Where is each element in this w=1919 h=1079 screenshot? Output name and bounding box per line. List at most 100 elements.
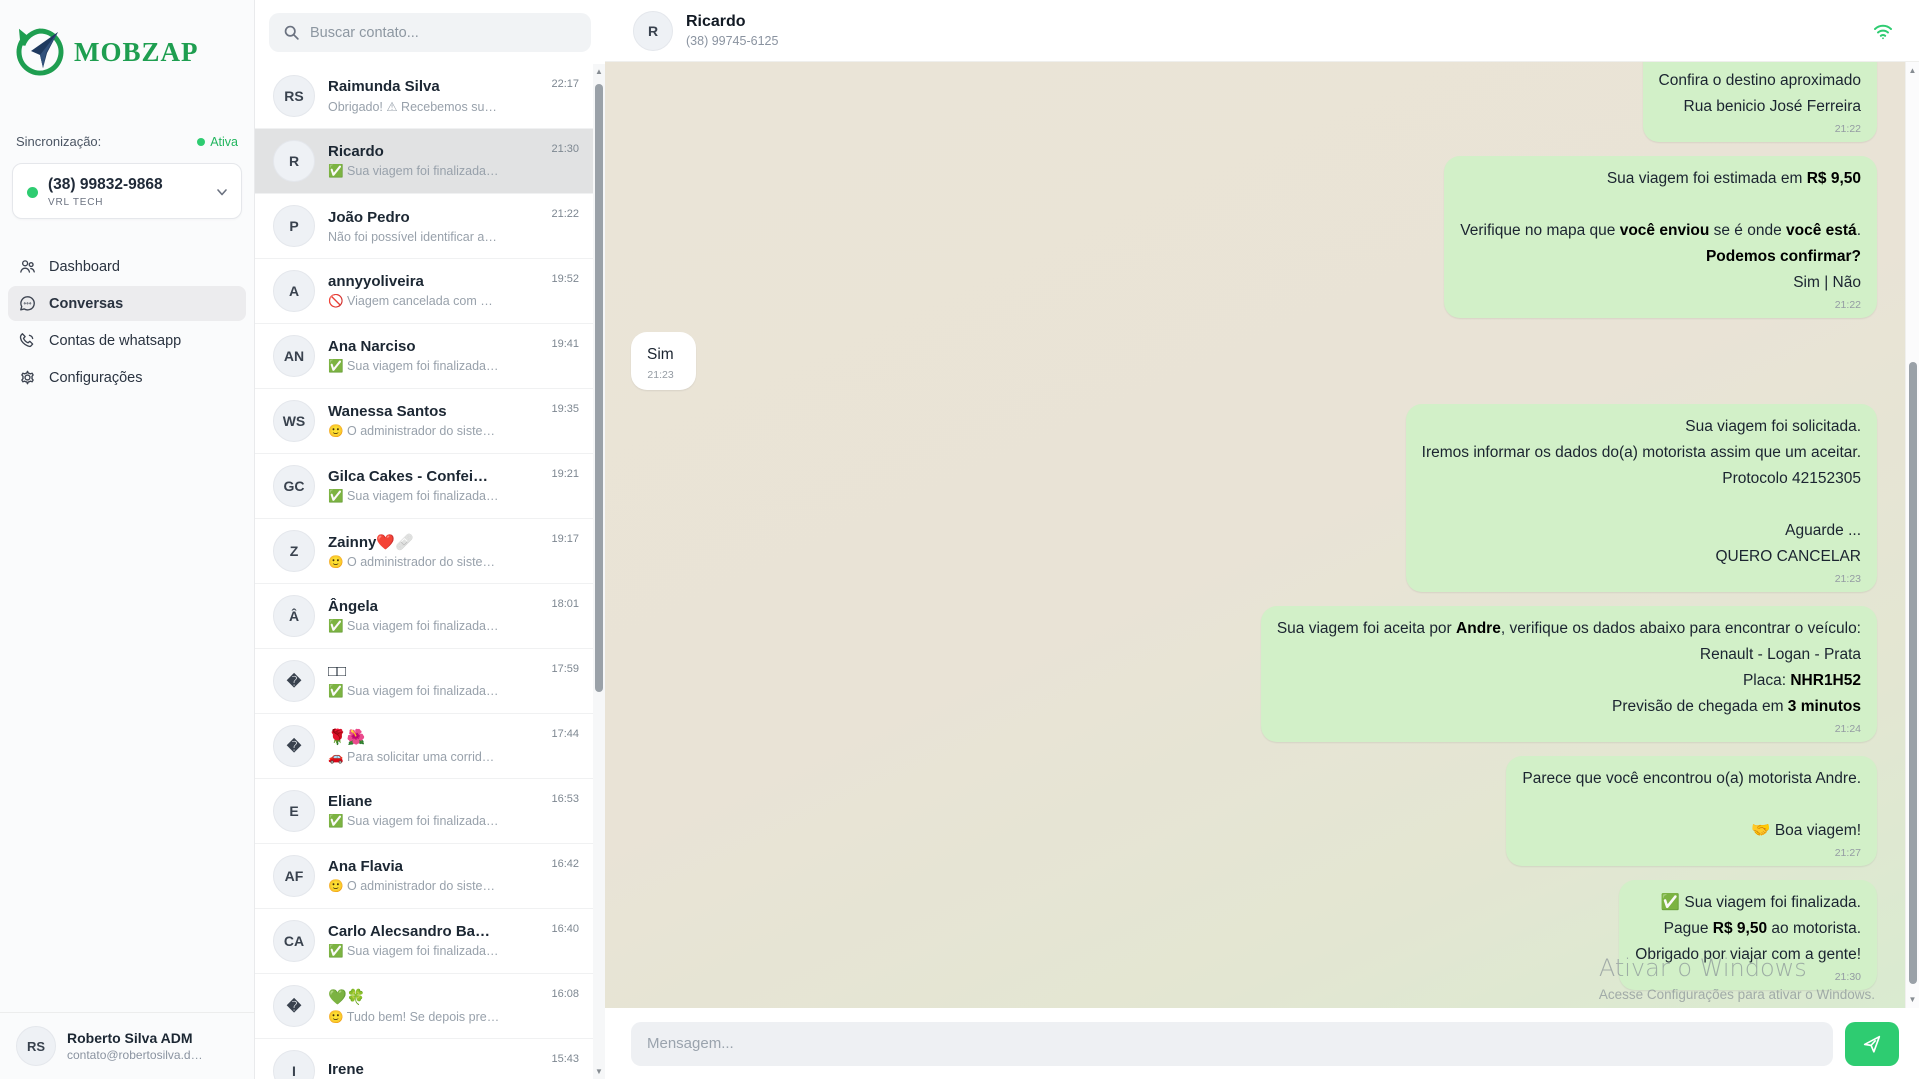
contact-list-item[interactable]: GC Gilca Cakes - Confei… ✅ Sua viagem fo… — [255, 454, 593, 519]
brand-name: MOBZAP — [74, 36, 199, 67]
contact-name: Ana Narciso — [328, 338, 416, 355]
contact-list-item[interactable]: WS Wanessa Santos 🙂 O administrador do s… — [255, 389, 593, 454]
contact-list-item[interactable]: I Irene 15:43 — [255, 1039, 593, 1079]
sidebar-item-label: Dashboard — [49, 258, 120, 275]
phone-icon — [18, 331, 37, 350]
contact-time: 16:08 — [551, 988, 579, 1000]
search-input[interactable] — [310, 24, 577, 41]
scroll-up-icon[interactable]: ▲ — [595, 67, 603, 76]
contact-text: Ricardo ✅ Sua viagem foi finalizada… — [328, 143, 499, 179]
contact-list-item[interactable]: A annyyoliveira 🚫 Viagem cancelada com …… — [255, 259, 593, 324]
message-line: Placa: NHR1H52 — [1742, 672, 1861, 689]
chat-message-bubble: Sua viagem foi solicitada.Iremos informa… — [1405, 404, 1877, 592]
scrollbar-thumb[interactable] — [595, 84, 603, 692]
account-name: VRL TECH — [48, 197, 104, 208]
contact-text: 🌹🌺 🚗 Para solicitar uma corrid… — [328, 728, 494, 765]
contact-text: João Pedro Não foi possível identificar … — [328, 209, 497, 244]
contact-text: Zainny❤️🩹 🙂 O administrador do siste… — [328, 533, 495, 570]
sidebar-item-conversas[interactable]: Conversas — [8, 286, 246, 321]
contact-time: 17:59 — [551, 663, 579, 675]
contact-last-message: ✅ Sua viagem foi finalizada… — [328, 359, 499, 373]
message-input[interactable] — [631, 1021, 1833, 1066]
avatar: WS — [273, 400, 315, 442]
contact-list-item[interactable]: P João Pedro Não foi possível identifica… — [255, 194, 593, 259]
brand-logo: MOBZAP — [14, 26, 240, 78]
contact-list-item[interactable]: Z Zainny❤️🩹 🙂 O administrador do siste… … — [255, 519, 593, 584]
contact-list-item[interactable]: � □□ ✅ Sua viagem foi finalizada… 17:59 — [255, 649, 593, 714]
message-line: Sim — [647, 346, 674, 363]
chat-message-bubble: Parece que você encontrou o(a) motorista… — [1506, 756, 1877, 866]
contact-last-message: ✅ Sua viagem foi finalizada… — [328, 619, 499, 633]
profile-name: Roberto Silva ADM — [67, 1030, 193, 1046]
chat-message-bubble: Sim 21:23 — [631, 332, 696, 390]
contact-text: Eliane ✅ Sua viagem foi finalizada… — [328, 793, 499, 829]
contact-list-item[interactable]: � 💚🍀 🙂 Tudo bem! Se depois pre… 16:08 — [255, 974, 593, 1039]
contact-list-item[interactable]: CA Carlo Alecsandro Ba… ✅ Sua viagem foi… — [255, 909, 593, 974]
chat-header: R Ricardo (38) 99745-6125 — [605, 0, 1919, 62]
status-dot-icon — [197, 137, 206, 146]
message-line: Confira o destino aproximado — [1658, 72, 1861, 89]
avatar: RS — [273, 75, 315, 117]
account-phone: (38) 99832-9868 — [48, 176, 163, 193]
contact-last-message: ✅ Sua viagem foi finalizada… — [328, 489, 499, 503]
send-button[interactable] — [1845, 1021, 1899, 1066]
message-line: Iremos informar os dados do(a) motorista… — [1421, 444, 1861, 461]
contact-text: Ana Narciso ✅ Sua viagem foi finalizada… — [328, 338, 499, 374]
scroll-down-icon[interactable]: ▼ — [595, 1067, 603, 1076]
contact-list-item[interactable]: RS Raimunda Silva Obrigado! ⚠ Recebemos … — [255, 64, 593, 129]
sidebar-item-contas-de-whatsapp[interactable]: Contas de whatsapp — [8, 323, 246, 358]
message-line: Protocolo 42152305 — [1722, 470, 1861, 487]
contact-last-message: 🚫 Viagem cancelada com … — [328, 294, 493, 308]
contact-name: Ângela — [328, 598, 379, 615]
account-online-dot-icon — [27, 186, 38, 198]
gear-icon — [18, 368, 37, 387]
contact-list-item[interactable]: � 🌹🌺 🚗 Para solicitar uma corrid… 17:44 — [255, 714, 593, 779]
message-line — [1522, 792, 1861, 818]
sidebar-spacer — [0, 395, 254, 1012]
contact-last-message: 🙂 Tudo bem! Se depois pre… — [328, 1009, 500, 1024]
contact-time: 22:17 — [551, 78, 579, 90]
sync-status-text: Ativa — [210, 134, 238, 149]
message-line: Obrigado por viajar com a gente! — [1635, 946, 1861, 963]
scroll-down-icon[interactable]: ▼ — [1908, 995, 1917, 1004]
send-icon — [1863, 1035, 1881, 1053]
contact-time: 16:42 — [551, 858, 579, 870]
contacts-scrollbar[interactable]: ▲ ▼ — [593, 64, 605, 1079]
message-line: Sua viagem foi aceita por Andre, verifiq… — [1276, 620, 1861, 637]
contact-name: Ricardo — [328, 143, 384, 160]
message-line: Previsão de chegada em 3 minutos — [1612, 698, 1861, 715]
sync-label: Sincronização: — [16, 134, 102, 149]
contact-last-message: 🙂 O administrador do siste… — [328, 424, 496, 438]
sidebar-item-configurações[interactable]: Configurações — [8, 360, 246, 395]
contact-time: 19:17 — [551, 533, 579, 545]
contact-time: 17:44 — [551, 728, 579, 740]
contact-list-item[interactable]: AN Ana Narciso ✅ Sua viagem foi finaliza… — [255, 324, 593, 389]
message-text: Sua viagem foi estimada em R$ 9,50 Verif… — [1460, 166, 1861, 296]
sidebar-item-dashboard[interactable]: Dashboard — [8, 249, 246, 284]
contact-list-item[interactable]: E Eliane ✅ Sua viagem foi finalizada… 16… — [255, 779, 593, 844]
chevron-down-icon — [217, 189, 227, 196]
scroll-up-icon[interactable]: ▲ — [1908, 66, 1917, 75]
contact-list-item[interactable]: AF Ana Flavia 🙂 O administrador do siste… — [255, 844, 593, 909]
contact-list-item[interactable]: Â Ângela ✅ Sua viagem foi finalizada… 18… — [255, 584, 593, 649]
contact-name: 🌹🌺 — [328, 728, 366, 746]
contact-time: 19:21 — [551, 468, 579, 480]
contact-name: Raimunda Silva — [328, 78, 440, 95]
chat-scrollbar[interactable]: ▲ ▼ — [1905, 62, 1919, 1008]
user-profile[interactable]: RS Roberto Silva ADM contato@robertosilv… — [0, 1012, 254, 1079]
message-line: Podemos confirmar? — [1705, 248, 1861, 265]
contact-name: João Pedro — [328, 208, 410, 226]
sync-row: Sincronização: Ativa — [16, 134, 238, 149]
message-text: Sua viagem foi solicitada.Iremos informa… — [1422, 414, 1861, 570]
contact-last-message: 🚗 Para solicitar uma corrid… — [328, 749, 495, 764]
contact-last-message: Não foi possível identificar a… — [328, 229, 497, 244]
chat-panel: R Ricardo (38) 99745-6125 Confira o dest… — [605, 0, 1919, 1079]
contact-last-message: 🙂 O administrador do siste… — [328, 554, 496, 569]
contact-last-message: ✅ Sua viagem foi finalizada… — [328, 944, 499, 958]
message-line: Pague R$ 9,50 ao motorista. — [1663, 920, 1861, 937]
scrollbar-thumb[interactable] — [1909, 362, 1917, 984]
account-selector[interactable]: (38) 99832-9868 VRL TECH — [12, 163, 242, 219]
contact-list-item[interactable]: R Ricardo ✅ Sua viagem foi finalizada… 2… — [255, 129, 593, 194]
